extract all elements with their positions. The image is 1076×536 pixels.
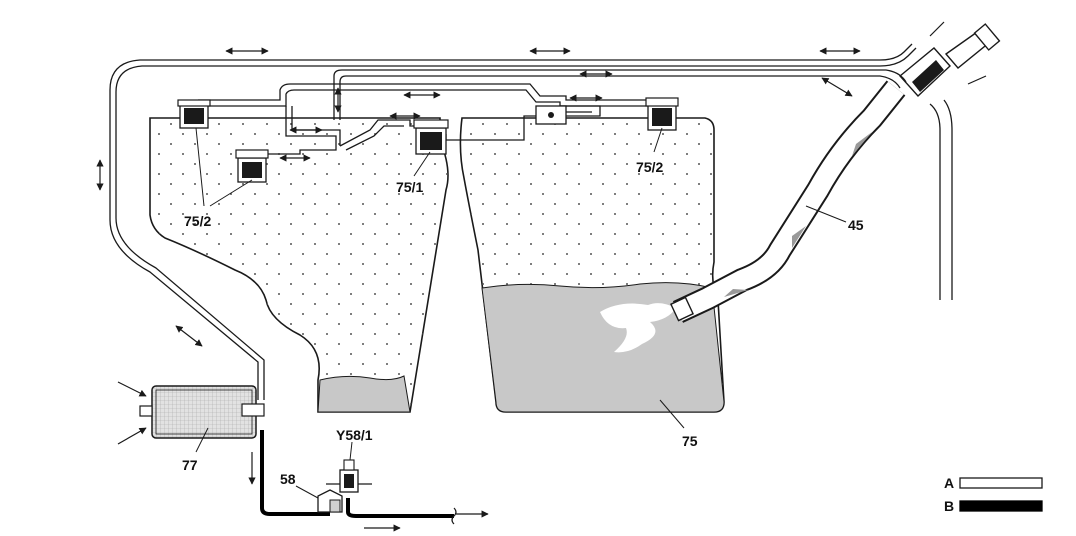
vent-valve-left-upper: [177, 99, 211, 129]
legend-label-a: A: [944, 475, 954, 491]
junction-check-ball: [548, 112, 554, 118]
label-75-2-left: 75/2: [184, 213, 211, 229]
label-58: 58: [280, 471, 296, 487]
legend-swatch-b: [959, 500, 1043, 512]
line-break-mark: [451, 507, 457, 525]
purge-valve-y58-1: [326, 459, 372, 493]
body-panel: [929, 99, 953, 300]
leader-lines: [195, 127, 847, 499]
tank-left-fuel: [317, 375, 411, 413]
vent-lines: [109, 43, 917, 400]
legend: A B: [944, 475, 1043, 514]
tank-left-dots: [150, 118, 448, 412]
flow-arrow-icon: [852, 132, 872, 156]
label-y58-1: Y58/1: [336, 427, 373, 443]
charcoal-canister: [139, 385, 265, 439]
label-75: 75: [682, 433, 698, 449]
fuel-filler-cap: [898, 21, 1001, 97]
legend-swatch-a: [959, 477, 1043, 489]
label-75-2-right: 75/2: [636, 159, 663, 175]
flow-arrows: [96, 47, 861, 532]
vent-valve-left-lower: [235, 149, 269, 183]
legend-label-b: B: [944, 498, 954, 514]
filler-neck-end: [670, 296, 694, 322]
double-arrow-icon: [821, 77, 853, 97]
arrow-icon: [117, 381, 147, 397]
purge-line: [260, 430, 454, 518]
flow-arrow-icon: [724, 289, 748, 297]
connector-58: [317, 489, 343, 513]
vent-valve-right: [645, 97, 679, 131]
fuel-splash: [600, 303, 676, 353]
label-45: 45: [848, 217, 864, 233]
filler-neck: [670, 21, 1001, 323]
arrow-icon: [117, 427, 147, 445]
fuel-tank: [149, 117, 725, 413]
label-77: 77: [182, 457, 198, 473]
label-75-1: 75/1: [396, 179, 423, 195]
double-arrow-icon: [175, 325, 203, 347]
vent-valve-center: [413, 119, 449, 155]
flow-arrow-icon: [792, 226, 806, 248]
